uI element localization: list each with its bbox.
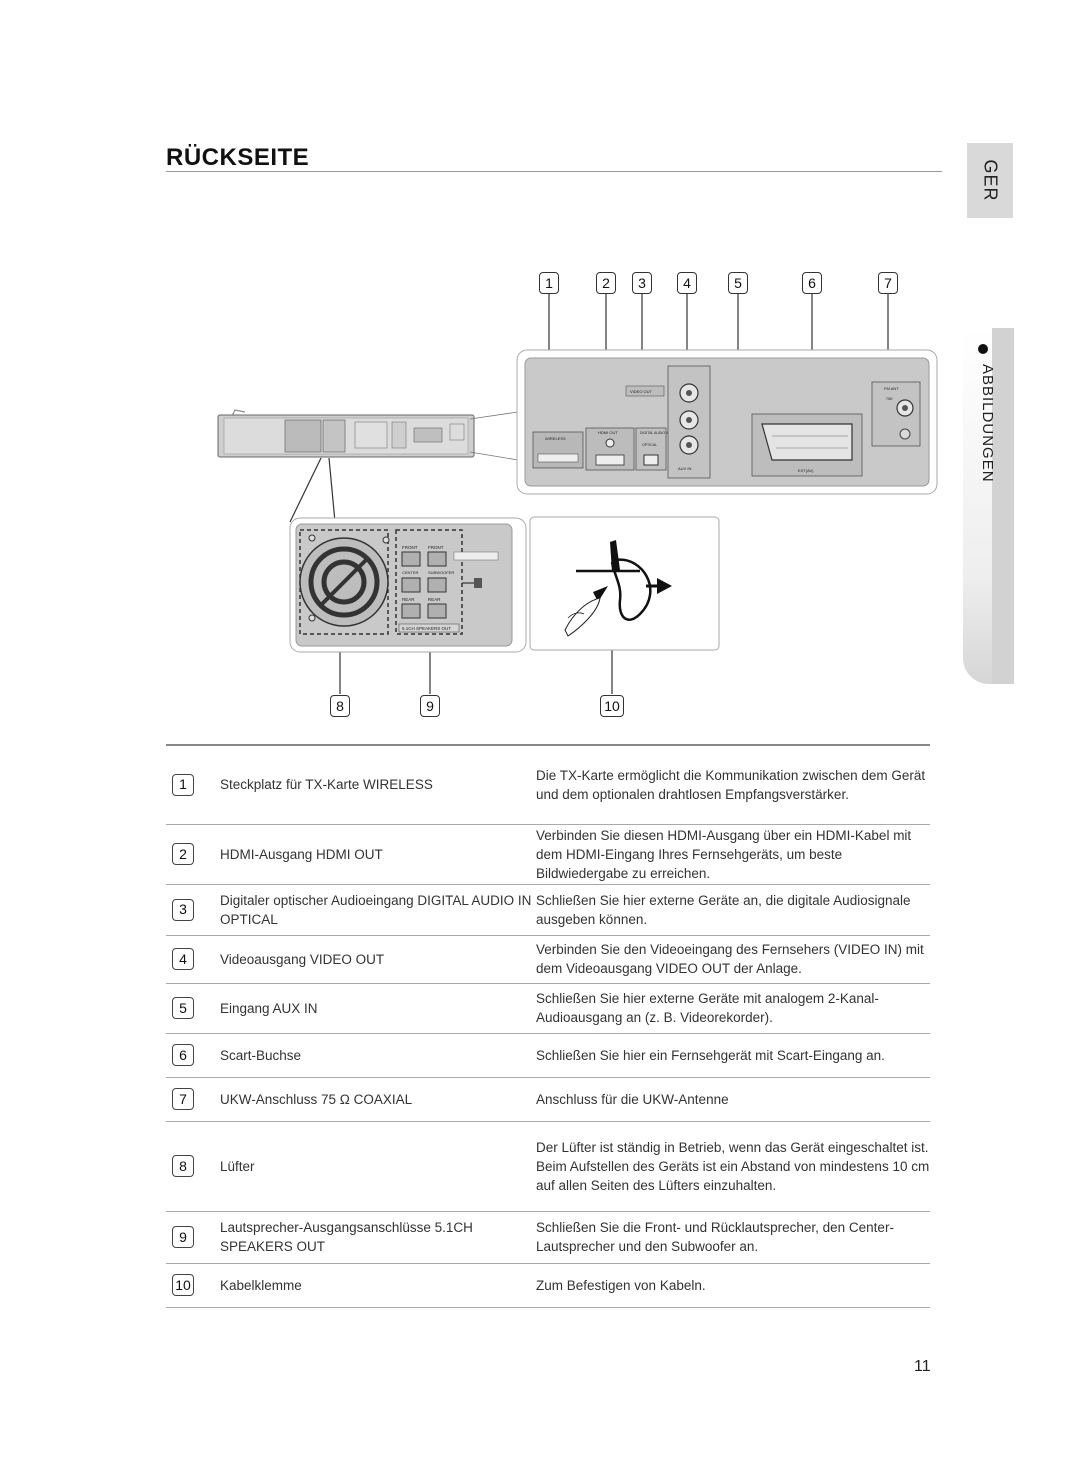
row-number-badge: 10 [172, 1274, 194, 1296]
rear-panel-figure: WIRELESS HDMI OUT DIGITAL AUDIO IN OPTIC… [217, 294, 938, 694]
rear-panel-zoom-top: WIRELESS HDMI OUT DIGITAL AUDIO IN OPTIC… [516, 349, 938, 495]
callout-6: 6 [802, 272, 822, 294]
connector-description: Der Lüfter ist ständig in Betrieb, wenn … [532, 1121, 930, 1212]
row-number-badge: 6 [172, 1044, 194, 1066]
callout-9: 9 [420, 695, 440, 717]
connector-name: Lautsprecher-Ausgangsanschlüsse 5.1CH SP… [220, 1211, 532, 1264]
table-row: 6 Scart-Buchse Schließen Sie hier ein Fe… [166, 1033, 930, 1078]
label-video-out: VIDEO OUT [630, 389, 653, 394]
connector-description: Zum Befestigen von Kabeln. [532, 1263, 930, 1308]
label-ohm: 75Ω [886, 397, 893, 401]
connector-name: Videoausgang VIDEO OUT [220, 935, 532, 984]
label-digital-audio-in: DIGITAL AUDIO IN [640, 431, 670, 435]
connector-description: Schließen Sie die Front- und Rücklautspr… [532, 1211, 930, 1264]
label-rear-right: REAR [428, 597, 441, 602]
connector-description: Schließen Sie hier externe Geräte mit an… [532, 983, 930, 1034]
label-ext-av: EXT(AV) [798, 468, 814, 473]
section-tab: ABBILDUNGEN [963, 328, 1014, 684]
connector-description: Schließen Sie hier externe Geräte an, di… [532, 884, 930, 936]
table-row: 4 Videoausgang VIDEO OUT Verbinden Sie d… [166, 935, 930, 984]
label-wireless: WIRELESS [545, 436, 566, 441]
table-row: 3 Digitaler optischer Audioeingang DIGIT… [166, 884, 930, 936]
row-number-badge: 1 [172, 773, 194, 796]
table-row: 10 Kabelklemme Zum Befestigen von Kabeln… [166, 1263, 930, 1308]
table-row: 7 UKW-Anschluss 75 Ω COAXIAL Anschluss f… [166, 1077, 930, 1122]
label-aux-in: AUX IN [678, 466, 691, 471]
page-title: RÜCKSEITE [166, 144, 310, 171]
row-number-badge: 7 [172, 1088, 194, 1110]
label-center: CENTER [402, 570, 419, 575]
table-row: 8 Lüfter Der Lüfter ist ständig in Betri… [166, 1121, 930, 1212]
label-optical: OPTICAL [642, 443, 657, 447]
table-row: 9 Lautsprecher-Ausgangsanschlüsse 5.1CH … [166, 1211, 930, 1264]
cable-clamp-zoom [529, 516, 720, 651]
device-rear-small [217, 409, 519, 461]
section-tab-bar [992, 328, 1014, 684]
connector-description: Verbinden Sie diesen HDMI-Ausgang über e… [532, 824, 930, 885]
connector-name: Lüfter [220, 1121, 532, 1212]
callout-1: 1 [539, 272, 559, 294]
label-subwoofer: SUBWOOFER [428, 570, 454, 575]
row-number-badge: 3 [172, 898, 194, 921]
row-number-badge: 4 [172, 948, 194, 970]
callout-3: 3 [632, 272, 652, 294]
rear-panel-zoom-fan: FRONT FRONT CENTER SUBWOOFER REAR REAR 5… [289, 517, 527, 653]
table-row: 1 Steckplatz für TX-Karte WIRELESS Die T… [166, 745, 930, 825]
callout-8: 8 [330, 695, 350, 717]
connector-name: Digitaler optischer Audioeingang DIGITAL… [220, 884, 532, 936]
connector-name: UKW-Anschluss 75 Ω COAXIAL [220, 1077, 532, 1122]
table-row: 5 Eingang AUX IN Schließen Sie hier exte… [166, 983, 930, 1034]
label-rear-left: REAR [402, 597, 415, 602]
connector-description: Schließen Sie hier ein Fernsehgerät mit … [532, 1033, 930, 1078]
connector-description: Verbinden Sie den Videoeingang des Ferns… [532, 935, 930, 984]
label-hdmi-out: HDMI OUT [598, 430, 618, 435]
connector-name: HDMI-Ausgang HDMI OUT [220, 824, 532, 885]
label-speakers-out: 5.1CH SPEAKERS OUT [402, 626, 451, 631]
connector-table: 1 Steckplatz für TX-Karte WIRELESS Die T… [166, 744, 930, 1308]
connector-description: Anschluss für die UKW-Antenne [532, 1077, 930, 1122]
connector-name: Kabelklemme [220, 1263, 532, 1308]
label-front-right: FRONT [428, 545, 444, 550]
section-tab-label: ABBILDUNGEN [979, 364, 996, 483]
bullet-icon [978, 344, 988, 354]
row-number-badge: 5 [172, 997, 194, 1019]
row-number-badge: 2 [172, 843, 194, 865]
title-divider [166, 171, 942, 172]
label-front-left: FRONT [402, 545, 418, 550]
row-number-badge: 9 [172, 1226, 194, 1248]
callout-5: 5 [728, 272, 748, 294]
language-tab: GER [967, 143, 1013, 218]
page-number: 11 [914, 1358, 931, 1375]
table-row: 2 HDMI-Ausgang HDMI OUT Verbinden Sie di… [166, 824, 930, 885]
connector-name: Scart-Buchse [220, 1033, 532, 1078]
callout-4: 4 [677, 272, 697, 294]
callout-10: 10 [600, 695, 624, 717]
callout-2: 2 [596, 272, 616, 294]
connector-description: Die TX-Karte ermöglicht die Kommunikatio… [532, 745, 930, 825]
callout-7: 7 [878, 272, 898, 294]
row-number-badge: 8 [172, 1155, 194, 1177]
connector-name: Eingang AUX IN [220, 983, 532, 1034]
connector-name: Steckplatz für TX-Karte WIRELESS [220, 745, 532, 825]
label-fm-ant: FM ANT [884, 386, 899, 391]
